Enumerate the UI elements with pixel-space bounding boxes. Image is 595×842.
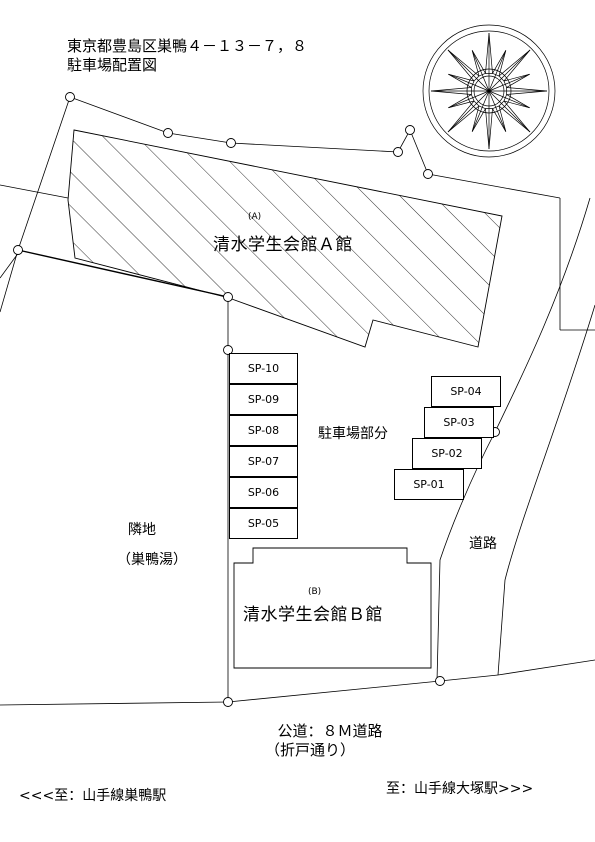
parking-space: SP-02: [412, 438, 482, 469]
direction-sugamo: <<<至：山手線巣鴨駅: [19, 788, 167, 804]
parking-space: SP-01: [394, 469, 464, 500]
building-a-name: 清水学生会館Ａ館: [213, 235, 353, 255]
parking-space: SP-10: [229, 353, 298, 384]
plan-title-address: 東京都豊島区巣鴨４－１３－７，８: [67, 37, 308, 55]
parking-space: SP-05: [229, 508, 298, 539]
public-road-label: 公道：８Ｍ道路: [277, 722, 383, 740]
parking-space: SP-04: [431, 376, 501, 407]
neighbor-name: （巣鴨湯）: [117, 552, 187, 568]
side-road-label: 道路: [469, 536, 497, 552]
plan-title-name: 駐車場配置図: [67, 56, 158, 74]
street-lines: [0, 173, 595, 331]
building-a-letter: (A): [248, 212, 262, 222]
parking-area-label: 駐車場部分: [318, 426, 388, 442]
building-a-outline: [67, 129, 503, 348]
direction-otsuka: 至：山手線大塚駅>>>: [386, 781, 534, 797]
building-b-name: 清水学生会館Ｂ館: [243, 605, 383, 625]
parking-space: SP-06: [229, 477, 298, 508]
parking-space: SP-03: [424, 407, 494, 438]
parking-space: SP-07: [229, 446, 298, 477]
parking-space: SP-09: [229, 384, 298, 415]
neighbor-label: 隣地: [128, 522, 156, 538]
building-b-letter: (B): [308, 587, 322, 597]
building-b-outline: [233, 547, 432, 669]
survey-point-icon: [13, 92, 500, 707]
public-road-name: （折戸通り）: [264, 741, 355, 759]
compass-rose-icon: [422, 24, 556, 158]
side-road-edges: [0, 197, 595, 706]
parking-space: SP-08: [229, 415, 298, 446]
